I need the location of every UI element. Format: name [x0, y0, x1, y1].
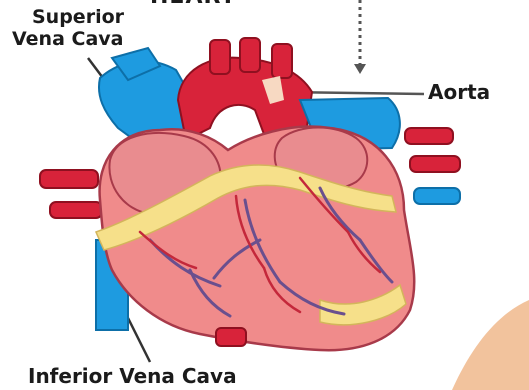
- title-fragment: HEART: [150, 0, 236, 8]
- left-pulmonary-vessels: [40, 170, 102, 218]
- bottom-vessel: [216, 328, 246, 346]
- dotted-arrow-head: [354, 64, 366, 74]
- ivc-leader-line: [128, 318, 150, 362]
- superior-vena-cava-label-line1: Superior: [32, 8, 124, 27]
- right-pulmonary-vessels: [405, 128, 460, 204]
- aorta-label: Aorta: [428, 82, 490, 102]
- aortic-branches: [210, 38, 292, 78]
- hand-shape: [452, 300, 529, 390]
- inferior-vena-cava-label: Inferior Vena Cava: [28, 366, 237, 386]
- superior-vena-cava-label-line2: Vena Cava: [12, 30, 124, 49]
